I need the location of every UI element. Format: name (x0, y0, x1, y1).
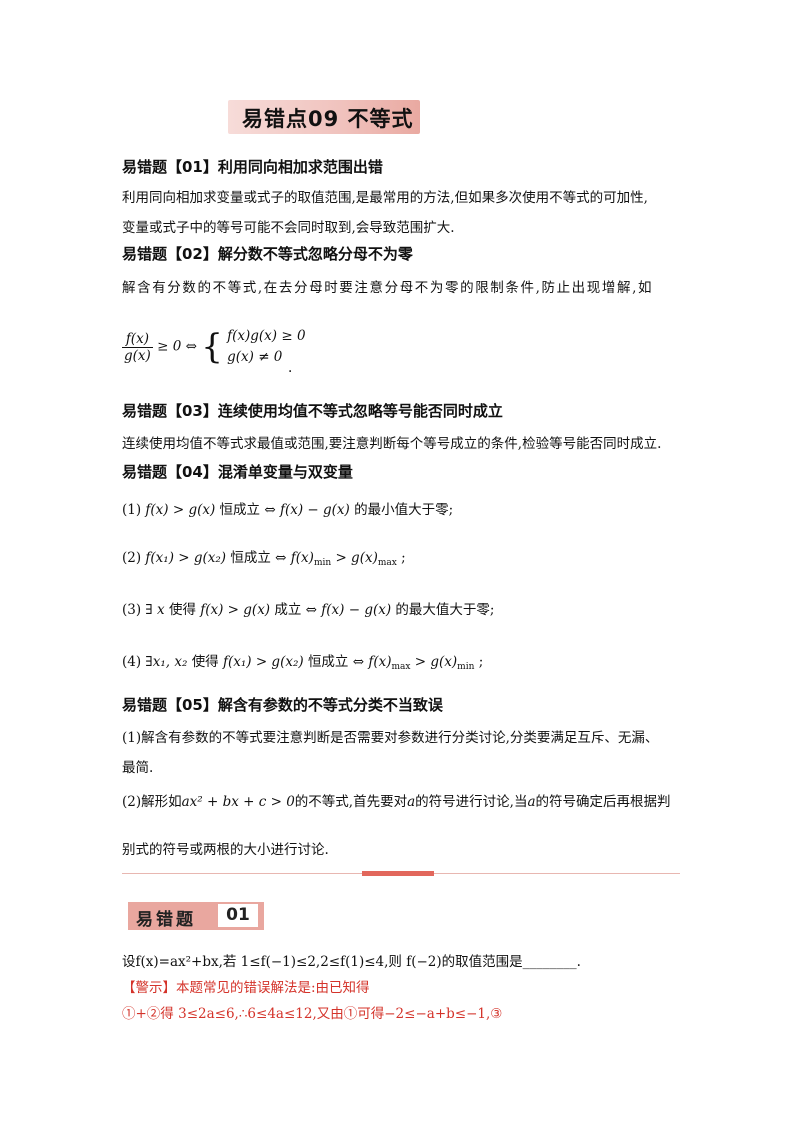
item-tail: 的最大值大于零; (395, 602, 495, 618)
fraction: f(x) g(x) (122, 331, 153, 364)
subscript-min: min (313, 558, 332, 568)
title-highlight (228, 100, 420, 134)
item-04-1: (1) f(x) > g(x) 恒成立 ⇔ f(x) − g(x) 的最小值大于… (122, 498, 453, 518)
brace: { (201, 327, 223, 367)
section-05-line-1: (1)解含有参数的不等式要注意判断是否需要对参数进行分类讨论,分类要满足互斥、无… (122, 730, 659, 746)
item-rhs-b: > g(x) (410, 654, 458, 670)
warning-text: 本题常见的错误解法是:由已知得 (176, 980, 370, 996)
variable-a: a (527, 794, 536, 810)
page-title-banner: 易错点09 不等式 (228, 96, 420, 138)
item-tail: ; (478, 654, 484, 670)
equivalence-arrow: ⇔ (352, 654, 365, 670)
subscript-min: min (457, 662, 475, 672)
item-rhs-a: f(x) (368, 654, 392, 670)
item-lhs: f(x) > g(x) (145, 502, 216, 518)
item-04-4: (4) ∃x₁, x₂ 使得 f(x₁) > g(x₂) 恒成立 ⇔ f(x)m… (122, 650, 483, 672)
text-segment: 的符号进行讨论,当 (415, 794, 528, 810)
item-condition: 成立 (274, 602, 302, 618)
section-05-line-2: 最简. (122, 760, 154, 776)
badge-label: 易错题 (136, 910, 196, 930)
formula-cases: f(x)g(x) ≥ 0 g(x) ≠ 0 (227, 326, 305, 368)
warning-label: 【警示】 (122, 980, 176, 996)
text-segment: 的不等式,首先要对 (294, 794, 408, 810)
item-tail: ; (401, 550, 406, 566)
item-rhs-a: f(x) (290, 550, 314, 566)
fraction-denominator: g(x) (124, 347, 151, 364)
equivalence-arrow: ⇔ (305, 602, 317, 618)
formula-period: . (288, 360, 293, 376)
warning-line-2: ①+②得 3≤2a≤6,∴6≤4a≤12,又由①可得−2≤−a+b≤−1,③ (122, 1006, 503, 1022)
item-number: (4) (122, 654, 142, 670)
formula-case-2: g(x) ≠ 0 (227, 349, 283, 365)
item-number: (3) (122, 602, 142, 618)
equivalence-arrow: ⇔ (264, 502, 276, 518)
divider-accent (362, 871, 434, 876)
item-condition: 恒成立 (230, 550, 271, 566)
problem-statement: 设f(x)=ax²+bx,若 1≤f(−1)≤2,2≤f(1)≤4,则 f(−2… (122, 954, 581, 970)
item-rhs: f(x) − g(x) (279, 502, 350, 518)
inequality-expression: ax² + bx + c > 0 (181, 794, 295, 810)
section-03-line-1: 连续使用均值不等式求最值或范围,要注意判断每个等号成立的条件,检验等号能否同时成… (122, 436, 662, 452)
badge-number: 01 (218, 904, 258, 927)
section-heading-02: 易错题【02】解分数不等式忽略分母不为零 (122, 245, 413, 263)
section-heading-01: 易错题【01】利用同向相加求范围出错 (122, 158, 383, 176)
text-segment: 的符号确定后再根据判 (535, 794, 671, 810)
item-rhs-b: > g(x) (331, 550, 378, 566)
item-number: (2) (122, 550, 142, 566)
item-04-3: (3) ∃ x 使得 f(x) > g(x) 成立 ⇔ f(x) − g(x) … (122, 598, 494, 618)
equivalence-arrow: ⇔ (275, 550, 287, 566)
section-heading-04: 易错题【04】混淆单变量与双变量 (122, 463, 353, 481)
item-04-2: (2) f(x₁) > g(x₂) 恒成立 ⇔ f(x)min > g(x)ma… (122, 546, 406, 568)
item-rhs: f(x) − g(x) (321, 602, 392, 618)
section-05-line-4: 别式的符号或两根的大小进行讨论. (122, 842, 329, 858)
item-such-that: 使得 (191, 654, 219, 670)
item-quantifier: ∃x₁, x₂ (145, 654, 188, 670)
section-heading-03: 易错题【03】连续使用均值不等式忽略等号能否同时成立 (122, 402, 503, 420)
problem-badge: 易错题 01 (128, 902, 264, 930)
fraction-numerator: f(x) (122, 331, 153, 348)
item-condition: 恒成立 (307, 654, 349, 670)
page-title: 易错点09 不等式 (242, 107, 414, 131)
section-02-line-1: 解含有分数的不等式,在去分母时要注意分母不为零的限制条件,防止出现增解,如 (122, 280, 654, 296)
subscript-max: max (391, 662, 411, 672)
variable-a: a (407, 794, 416, 810)
item-lhs: f(x₁) > g(x₂) (222, 654, 304, 670)
section-01-line-2: 变量或式子中的等号可能不会同时取到,会导致范围扩大. (122, 220, 455, 236)
formula-relation: ≥ 0 ⇔ (157, 338, 197, 355)
item-lhs: f(x₁) > g(x₂) (145, 550, 227, 566)
item-number: (1) (122, 502, 142, 518)
section-05-line-3: (2)解形如ax² + bx + c > 0的不等式,首先要对a的符号进行讨论,… (122, 790, 671, 810)
item-lhs: f(x) > g(x) (200, 602, 271, 618)
item-quantifier: ∃ x (145, 602, 165, 618)
item-tail: 的最小值大于零; (354, 502, 454, 518)
text-segment: (2)解形如 (122, 794, 182, 810)
item-such-that: 使得 (168, 602, 196, 618)
item-condition: 恒成立 (219, 502, 261, 518)
formula-case-1: f(x)g(x) ≥ 0 (227, 328, 306, 344)
subscript-max: max (377, 558, 397, 568)
formula-02: f(x) g(x) ≥ 0 ⇔ { f(x)g(x) ≥ 0 g(x) ≠ 0 (122, 326, 306, 368)
warning-line-1: 【警示】本题常见的错误解法是:由已知得 (122, 976, 370, 996)
section-heading-05: 易错题【05】解含有参数的不等式分类不当致误 (122, 696, 443, 714)
section-01-line-1: 利用同向相加求变量或式子的取值范围,是最常用的方法,但如果多次使用不等式的可加性… (122, 190, 648, 206)
